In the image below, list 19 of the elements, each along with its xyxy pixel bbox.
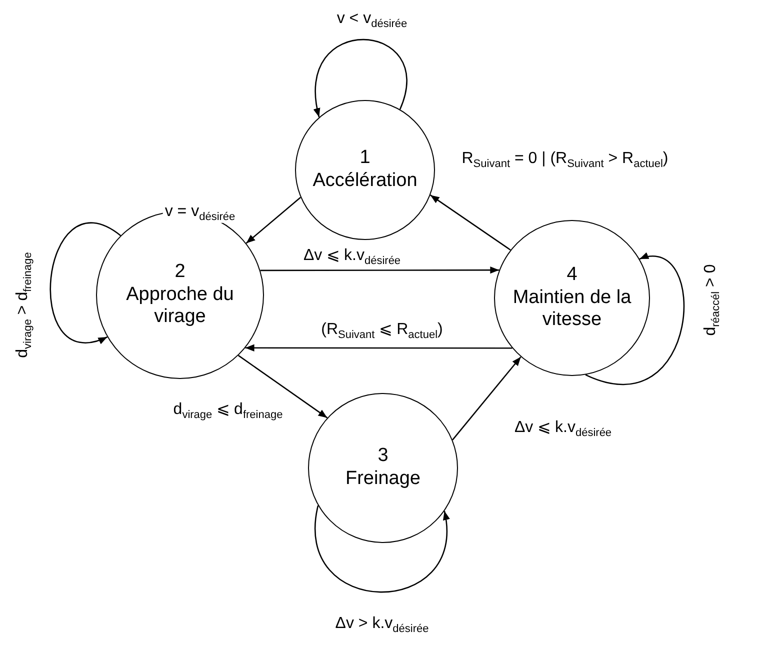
state-number: 3 [378,445,388,468]
arrow [246,196,301,244]
arrow [430,194,511,251]
state-name: Freinage [346,468,420,491]
state-name: Maintien de la vitesse [512,286,632,332]
self-loop-arrow [50,222,121,344]
state-number: 4 [566,264,578,287]
arrow [260,266,500,274]
state-number: 1 [360,147,370,170]
arrow [238,354,328,418]
state-name: Accélération [312,170,418,193]
arrow [452,356,522,440]
self-loop-arrow [314,39,407,118]
arrow [245,344,512,352]
state-number: 2 [174,260,186,284]
edge-label: Δv > k.v$_{désirée}$ [333,614,431,636]
state-name: Approche du virage [125,284,235,330]
self-loop-arrow [585,254,685,384]
self-loop-arrow [314,505,449,593]
